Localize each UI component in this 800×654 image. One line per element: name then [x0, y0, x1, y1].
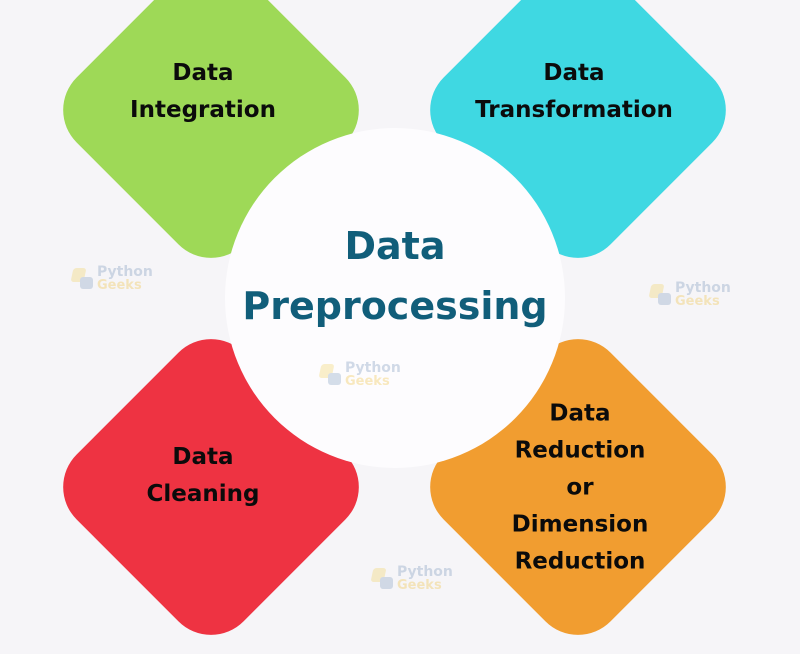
title-line: Preprocessing: [242, 284, 548, 328]
python-geeks-logo-icon: [72, 268, 94, 290]
python-geeks-logo-icon: [372, 568, 394, 590]
label-data-integration: Data Integration: [130, 60, 276, 123]
label-data-reduction: Data Reduction or Dimension Reduction: [511, 400, 649, 575]
python-geeks-logo-icon: [320, 364, 342, 386]
title-line: Data: [344, 224, 446, 268]
diagram-title: Data Preprocessing: [242, 216, 547, 336]
python-geeks-logo-icon: [650, 284, 672, 306]
label-data-cleaning: Data Cleaning: [146, 444, 260, 507]
label-data-transformation: Data Transformation: [475, 60, 673, 123]
center-circle: [225, 128, 565, 468]
